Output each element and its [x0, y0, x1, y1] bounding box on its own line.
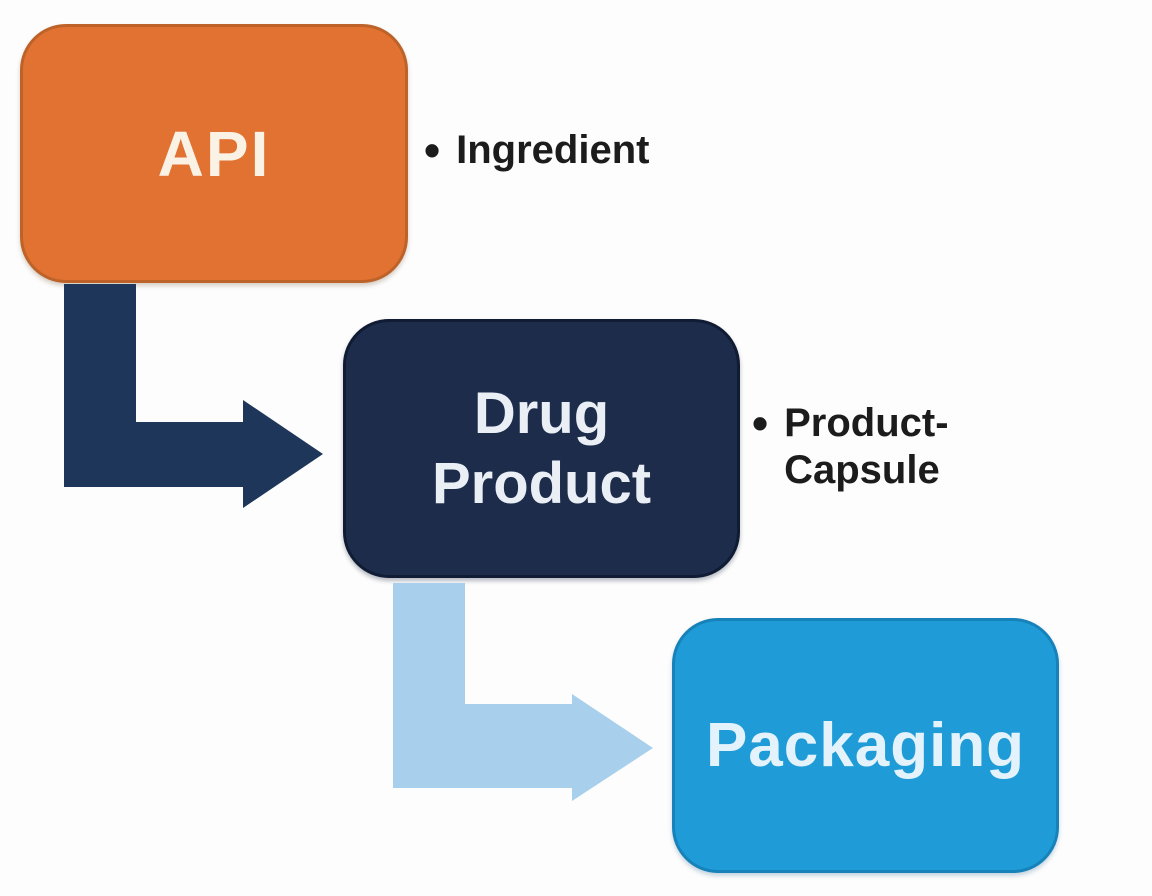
arrow-drug-product-to-packaging-shape — [393, 583, 653, 801]
node-drug-product-line2: Product — [431, 450, 652, 516]
annotation-ingredient: • Ingredient — [424, 126, 649, 174]
node-drug-product-label: Drug Product — [432, 379, 651, 519]
node-packaging-label: Packaging — [705, 711, 1026, 780]
annotation-ingredient-text: Ingredient — [456, 128, 650, 172]
arrow-drug-product-to-packaging — [393, 583, 653, 801]
arrow-api-to-drug-product — [64, 284, 323, 508]
node-packaging: Packaging — [672, 618, 1059, 873]
arrow-api-to-drug-product-shape — [64, 284, 323, 508]
node-api-label: API — [157, 117, 271, 190]
node-drug-product: Drug Product — [343, 319, 740, 578]
annotation-product-capsule-line2: Capsule — [784, 448, 940, 492]
bullet-dot-icon: • — [752, 397, 769, 449]
bullet-dot-icon: • — [424, 124, 441, 176]
annotation-product-capsule-line1: Product- — [784, 401, 949, 445]
annotation-product-capsule: • Product- Capsule — [752, 400, 949, 494]
node-api: API — [20, 24, 408, 283]
node-drug-product-line1: Drug — [473, 380, 610, 446]
